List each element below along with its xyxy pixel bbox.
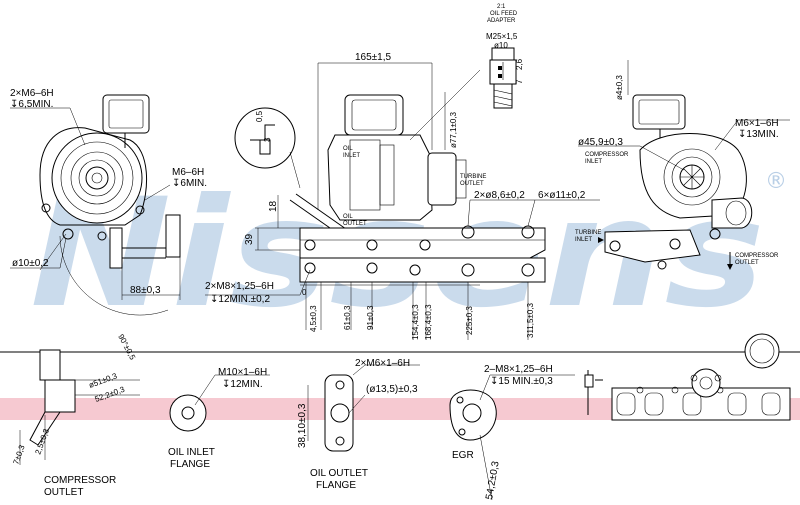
adapter-dim-a: 2,6 bbox=[515, 58, 524, 70]
center-vdim-0: 4,5±0,3 bbox=[309, 305, 318, 332]
left-bolt-depth-2: ↧6MIN. bbox=[172, 178, 207, 189]
oil-outlet-label-2: FLANGE bbox=[316, 480, 356, 491]
adapter-dia: ø10 bbox=[494, 41, 508, 50]
detail-circle-small bbox=[234, 107, 301, 189]
comp-outlet-label-2: OUTLET bbox=[44, 487, 83, 498]
label-oil-inlet-1: OIL bbox=[343, 146, 353, 152]
label-comp-outlet-1: COMPRESSOR bbox=[735, 253, 779, 259]
right-turbo-view bbox=[578, 60, 790, 270]
center-dim-39: 39 bbox=[244, 233, 255, 245]
label-comp-inlet-2: INLET bbox=[585, 159, 602, 165]
center-vdim-4: 168,4±0,3 bbox=[424, 304, 433, 340]
center-vdim-2: 91±0,3 bbox=[366, 305, 375, 330]
right-dia-45: ø45,9±0,3 bbox=[578, 137, 623, 148]
center-dim-165: 165±1,5 bbox=[355, 52, 392, 63]
detail-dim-a: 0,5 bbox=[255, 110, 264, 122]
center-bolt-depth: ↧12MIN.±0,2 bbox=[210, 294, 270, 305]
label-oil-inlet-2: INLET bbox=[343, 153, 360, 159]
center-turbo-view bbox=[205, 62, 600, 340]
center-holes-11: 6×ø11±0,2 bbox=[538, 190, 586, 201]
right-bolt-depth: ↧13MIN. bbox=[738, 129, 779, 140]
oil-outlet-label-1: OIL OUTLET bbox=[310, 468, 368, 479]
label-turbine-inlet-1: TURBINE bbox=[575, 230, 601, 236]
comp-outlet-label-1: COMPRESSOR bbox=[44, 475, 116, 486]
adapter-dim-b: 7 bbox=[515, 79, 524, 84]
watermark-trademark: ® bbox=[765, 169, 787, 194]
center-holes-8: 2×ø8,6±0,2 bbox=[474, 190, 525, 201]
gasket-set bbox=[584, 333, 791, 421]
comp-outlet-dim25: 2,5±0,3 bbox=[33, 427, 51, 456]
left-dim-88: 88±0,3 bbox=[130, 285, 161, 296]
left-bolt-spec-1: 2×M6–6H bbox=[10, 88, 54, 99]
label-comp-inlet-1: COMPRESSOR bbox=[585, 152, 629, 158]
left-bolt-spec-2: M6–6H bbox=[172, 167, 204, 178]
egr-flange-detail bbox=[449, 374, 575, 501]
egr-depth: ↧15 MIN.±0,3 bbox=[490, 376, 553, 387]
left-hole-dia: ø10±0,2 bbox=[12, 258, 49, 269]
adapter-title-1: OIL FEED bbox=[490, 11, 518, 17]
center-vdim-3: 154,4±0,3 bbox=[411, 304, 420, 340]
left-turbo-view bbox=[10, 94, 181, 316]
oil-inlet-flange-detail bbox=[169, 374, 270, 432]
oil-inlet-depth: ↧12MIN. bbox=[222, 379, 263, 390]
adapter-scale: 2:1 bbox=[497, 4, 506, 10]
oil-outlet-flange-detail bbox=[307, 364, 420, 452]
label-comp-outlet-2: OUTLET bbox=[735, 260, 759, 266]
right-bolt-spec: M6×1–6H bbox=[735, 118, 779, 129]
label-turbine-inlet-2: INLET bbox=[575, 237, 592, 243]
center-vdim-6: 311,5±0,3 bbox=[526, 303, 535, 338]
oil-outlet-thread: 2×M6×1–6H bbox=[355, 358, 410, 369]
center-bolt-spec: 2×M8×1,25–6H bbox=[205, 281, 274, 292]
egr-dim: 54,2±0,3 bbox=[484, 460, 502, 501]
oil-outlet-dim: 38,10±0,3 bbox=[297, 403, 308, 448]
label-oil-outlet-2: OUTLET bbox=[343, 221, 367, 227]
oil-inlet-label-2: FLANGE bbox=[170, 459, 210, 470]
oil-feed-adapter-detail bbox=[489, 47, 517, 109]
label-oil-outlet-1: OIL bbox=[343, 214, 353, 220]
adapter-title-2: ADAPTER bbox=[487, 18, 516, 24]
center-zero: 0 bbox=[302, 288, 307, 297]
egr-label: EGR bbox=[452, 450, 474, 461]
comp-outlet-dim7: 7±0,3 bbox=[11, 443, 26, 465]
oil-inlet-thread: M10×1–6H bbox=[218, 367, 267, 378]
center-dim-18: 18 bbox=[268, 200, 279, 212]
compressor-outlet-detail bbox=[19, 349, 140, 465]
oil-outlet-dia: (ø13,5)±0,3 bbox=[366, 384, 418, 395]
egr-thread: 2–M8×1,25–6H bbox=[484, 364, 553, 375]
oil-inlet-label-1: OIL INLET bbox=[168, 447, 215, 458]
center-dia-77: ø77,1±0,3 bbox=[449, 111, 458, 148]
center-vdim-1: 61±0,3 bbox=[343, 305, 352, 330]
detail-dim-b: 3 bbox=[263, 137, 272, 142]
right-dia-4: ø4±0,3 bbox=[615, 75, 624, 100]
label-turbine-outlet-1: TURBINE bbox=[460, 174, 486, 180]
label-turbine-outlet-2: OUTLET bbox=[460, 181, 484, 187]
adapter-thread: M25×1,5 bbox=[486, 32, 518, 41]
left-bolt-depth-1: ↧6,5MIN. bbox=[10, 99, 53, 110]
center-vdim-5: 225±0,3 bbox=[465, 306, 474, 335]
